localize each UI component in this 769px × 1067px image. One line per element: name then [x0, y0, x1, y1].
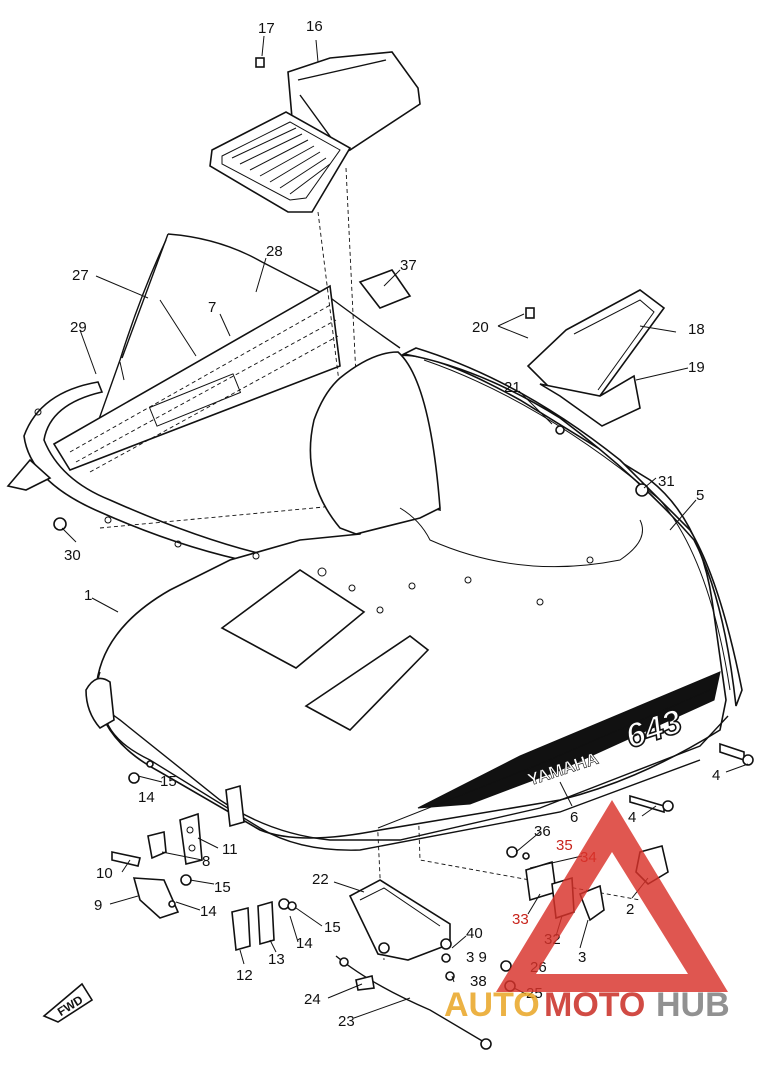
callout-35: 35: [556, 837, 573, 854]
callout-19: 19: [688, 359, 705, 376]
hood-1: [85, 347, 743, 851]
callout-38: 38: [470, 973, 487, 990]
callout-40: 40: [466, 925, 483, 942]
callout-10: 10: [96, 865, 113, 882]
windshield-panel-7: [6, 284, 341, 491]
cable-23-24: [335, 955, 492, 1050]
callout-15b: 15: [214, 879, 231, 896]
leader-lines: [61, 35, 749, 1019]
callout-31: 31: [658, 473, 675, 490]
callout-27: 27: [72, 267, 89, 284]
callout-16: 16: [306, 18, 323, 35]
callout-20: 20: [472, 319, 489, 336]
callout-12: 12: [236, 967, 253, 984]
callout-21: 21: [504, 379, 521, 396]
callout-14a: 14: [138, 789, 155, 806]
callout-2: 2: [626, 901, 634, 918]
callout-9: 9: [94, 897, 102, 914]
callout-15a: 15: [160, 773, 177, 790]
callout-15c: 15: [324, 919, 341, 936]
watermark-moto: MOTO: [544, 986, 645, 1024]
callout-29: 29: [70, 319, 87, 336]
callout-8: 8: [202, 853, 210, 870]
callout-39: 3 9: [466, 949, 487, 966]
callout-28: 28: [266, 243, 283, 260]
watermark: AUTO MOTO HUB: [444, 800, 730, 1024]
watermark-auto: AUTO: [444, 986, 540, 1024]
callout-22: 22: [312, 871, 329, 888]
hinge-22: [348, 879, 452, 961]
windshield-27: [97, 233, 401, 423]
callout-1: 1: [84, 587, 92, 604]
callout-7: 7: [208, 299, 216, 316]
callout-11: 11: [222, 841, 238, 858]
callout-14b: 14: [200, 903, 217, 920]
label-plate-37: [358, 269, 412, 309]
callout-36: 36: [534, 823, 551, 840]
callout-13: 13: [268, 951, 285, 968]
callout-14c: 14: [296, 935, 313, 952]
callout-33: 33: [512, 911, 529, 928]
callout-4a: 4: [712, 767, 720, 784]
callout-5: 5: [696, 487, 704, 504]
callout-numbers: 17 16 28 37 27 7 20 18 29 19 21 31 5 30 …: [64, 18, 720, 1030]
watermark-hub: HUB: [656, 986, 730, 1024]
bracket-parts-left: [111, 784, 297, 952]
callout-24: 24: [304, 991, 321, 1008]
callout-18: 18: [688, 321, 705, 338]
hardware: [53, 483, 754, 814]
headlight-housing-16: [209, 51, 421, 213]
callout-3: 3: [578, 949, 586, 966]
callout-6: 6: [570, 809, 578, 826]
callout-37: 37: [400, 257, 417, 274]
side-vent-18-19: [525, 289, 666, 435]
callout-23: 23: [338, 1013, 355, 1030]
callout-4b: 4: [628, 809, 636, 826]
fwd-arrow: FWD: [42, 982, 94, 1023]
callout-30: 30: [64, 547, 81, 564]
callout-17: 17: [258, 20, 275, 37]
watermark-triangle: [496, 800, 728, 992]
